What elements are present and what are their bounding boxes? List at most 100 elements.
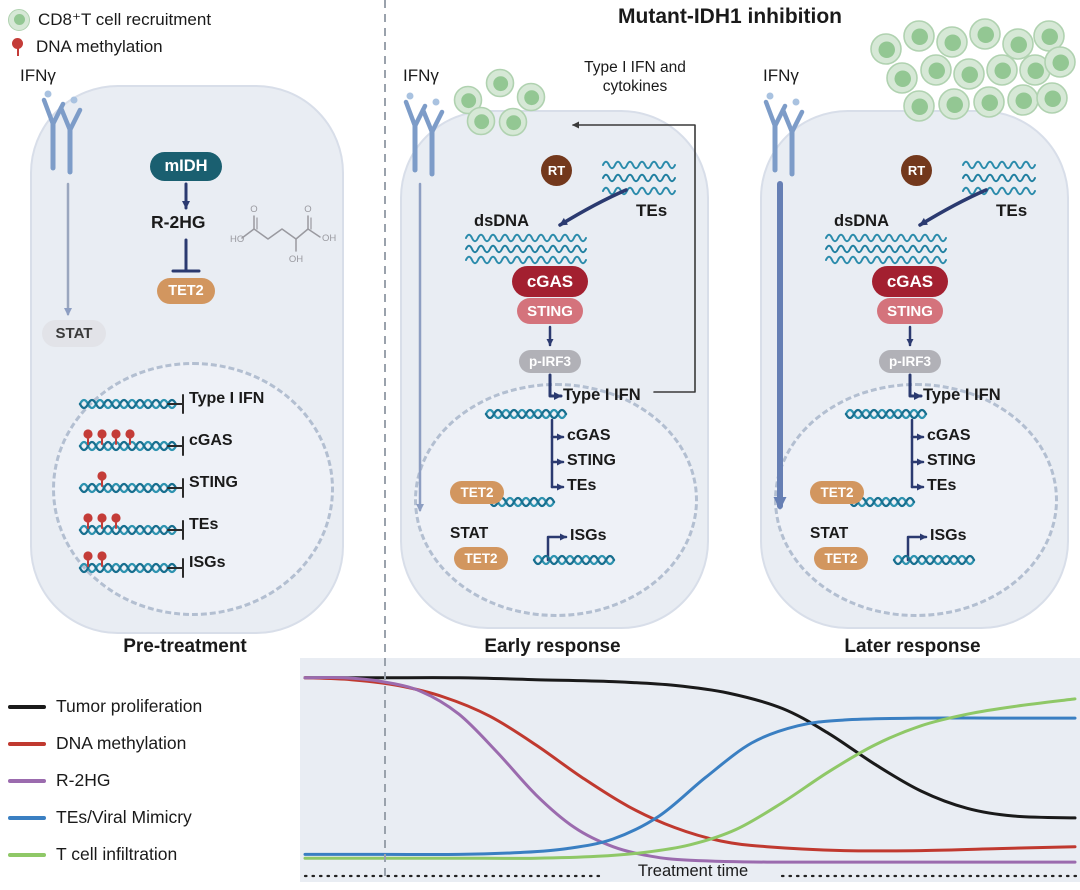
chart-legend-item: Tumor proliferation [8, 688, 202, 725]
tcell-nucleus-icon [1044, 90, 1061, 107]
tcell-icon [953, 58, 985, 90]
dna-methylation-icon [8, 37, 28, 57]
tcell-icon [516, 82, 546, 112]
treatment-start-divider [384, 0, 386, 882]
tes-label: TEs [996, 201, 1028, 220]
gene-type-i-ifn: Type I IFN [563, 386, 641, 404]
tcell-nucleus-icon [878, 41, 895, 58]
tcell-nucleus-icon [1027, 62, 1044, 79]
ifn-receptor-icon [780, 107, 795, 135]
legend-label: DNA methylation [56, 733, 187, 753]
legend-swatch-icon [8, 704, 46, 709]
gene-type-i-ifn: Type I IFN [923, 386, 1001, 404]
tcell-nucleus-icon [944, 34, 961, 51]
cd8-tcell-icon [8, 8, 30, 31]
gene-row-label: STING [189, 474, 238, 491]
tcell-icon [485, 68, 515, 98]
dynamics-chart [300, 658, 1080, 882]
tcell-nucleus-icon [961, 66, 978, 83]
ligand-icon [792, 98, 800, 106]
cgas-badge: cGAS [512, 266, 588, 297]
series-tumor-proliferation [303, 676, 1077, 820]
tet2-badge: TET2 [157, 278, 215, 304]
rt-badge: RT [901, 155, 932, 186]
chart-canvas [303, 675, 1078, 878]
tet2-badge-2: TET2 [454, 547, 508, 570]
ligand-icon [406, 92, 414, 100]
pin-stem-icon [17, 47, 19, 56]
legend-swatch-icon [8, 778, 46, 783]
ifn-receptor-icon [772, 103, 788, 129]
tcell-nucleus-icon [981, 94, 998, 111]
rt-badge: RT [541, 155, 572, 186]
sting-badge: STING [517, 298, 583, 324]
ifng-label: IFNγ [763, 66, 799, 85]
gene-row-label: TEs [189, 516, 219, 533]
ifn-receptor-icon [403, 99, 418, 129]
tcell-nucleus-icon [928, 62, 945, 79]
panel-caption-pre: Pre-treatment [123, 636, 247, 657]
tcell-nucleus-icon [461, 93, 477, 109]
midh-badge: mIDH [150, 152, 222, 181]
tcell-icon [1019, 54, 1051, 86]
tcell-nucleus-icon [1015, 92, 1032, 109]
pin-head-icon [12, 37, 23, 49]
legend-label: TEs/Viral Mimicry [56, 807, 192, 827]
ligand-icon [766, 92, 774, 100]
cd8-tcell-nucleus-icon [13, 14, 25, 25]
gene-row-label: cGAS [189, 432, 233, 449]
tcell-icon [1007, 84, 1039, 116]
figure-key: CD8⁺T cell recruitment DNA methylation [8, 6, 211, 60]
dsdna-label: dsDNA [834, 212, 890, 230]
tes-label: TEs [636, 201, 668, 220]
chart-legend-item: DNA methylation [8, 725, 202, 762]
gene-tes: TEs [927, 477, 957, 494]
tcell-icon [936, 26, 968, 58]
gene-sting: STING [927, 452, 976, 469]
tet2-badge-2: TET2 [814, 547, 868, 570]
tcell-nucleus-icon [994, 62, 1011, 79]
gene-tes: TEs [567, 477, 597, 494]
legend-swatch-icon [8, 741, 46, 746]
ligand-icon [44, 90, 52, 98]
gene-cgas: cGAS [927, 427, 971, 444]
ifn-receptor-icon [420, 107, 435, 135]
series-r-2hg [303, 675, 1077, 864]
gene-cgas: cGAS [567, 427, 611, 444]
key-item-cd8: CD8⁺T cell recruitment [8, 6, 211, 33]
tet2-badge: TET2 [810, 481, 864, 504]
cgas-badge: cGAS [872, 266, 948, 297]
ifng-label: IFNγ [20, 66, 56, 85]
legend-label: R-2HG [56, 770, 111, 790]
key-label-methylation: DNA methylation [36, 36, 163, 56]
pirf3-badge: p-IRF3 [519, 350, 581, 373]
figure-title: Mutant-IDH1 inhibition [618, 5, 842, 28]
tcell-nucleus-icon [1052, 54, 1069, 71]
r2hg-label: R-2HG [151, 212, 206, 232]
ifn-receptor-icon [412, 103, 428, 129]
pirf3-badge: p-IRF3 [879, 350, 941, 373]
series-dna-methylation [303, 676, 1077, 853]
tcell-icon [1036, 82, 1068, 114]
stat-badge: STAT [42, 320, 106, 347]
gene-row-label: ISGs [189, 554, 226, 571]
tcell-nucleus-icon [493, 76, 509, 92]
tet2-badge: TET2 [450, 481, 504, 504]
chart-legend-item: T cell infiltration [8, 836, 202, 873]
tcell-icon [986, 54, 1018, 86]
dsdna-label: dsDNA [474, 212, 530, 230]
ligand-icon [432, 98, 440, 106]
panel-caption-early: Early response [484, 636, 621, 657]
legend-label: T cell infiltration [56, 844, 178, 864]
tcell-nucleus-icon [911, 28, 928, 45]
key-label-cd8: CD8⁺T cell recruitment [38, 9, 212, 29]
tcell-icon [1044, 46, 1076, 78]
gene-isgs: ISGs [570, 527, 607, 544]
tcell-icon [886, 62, 918, 94]
key-item-methylation: DNA methylation [8, 33, 211, 60]
early-nucleus [414, 383, 698, 617]
tcell-nucleus-icon [1010, 36, 1027, 53]
tcell-icon [870, 33, 902, 65]
